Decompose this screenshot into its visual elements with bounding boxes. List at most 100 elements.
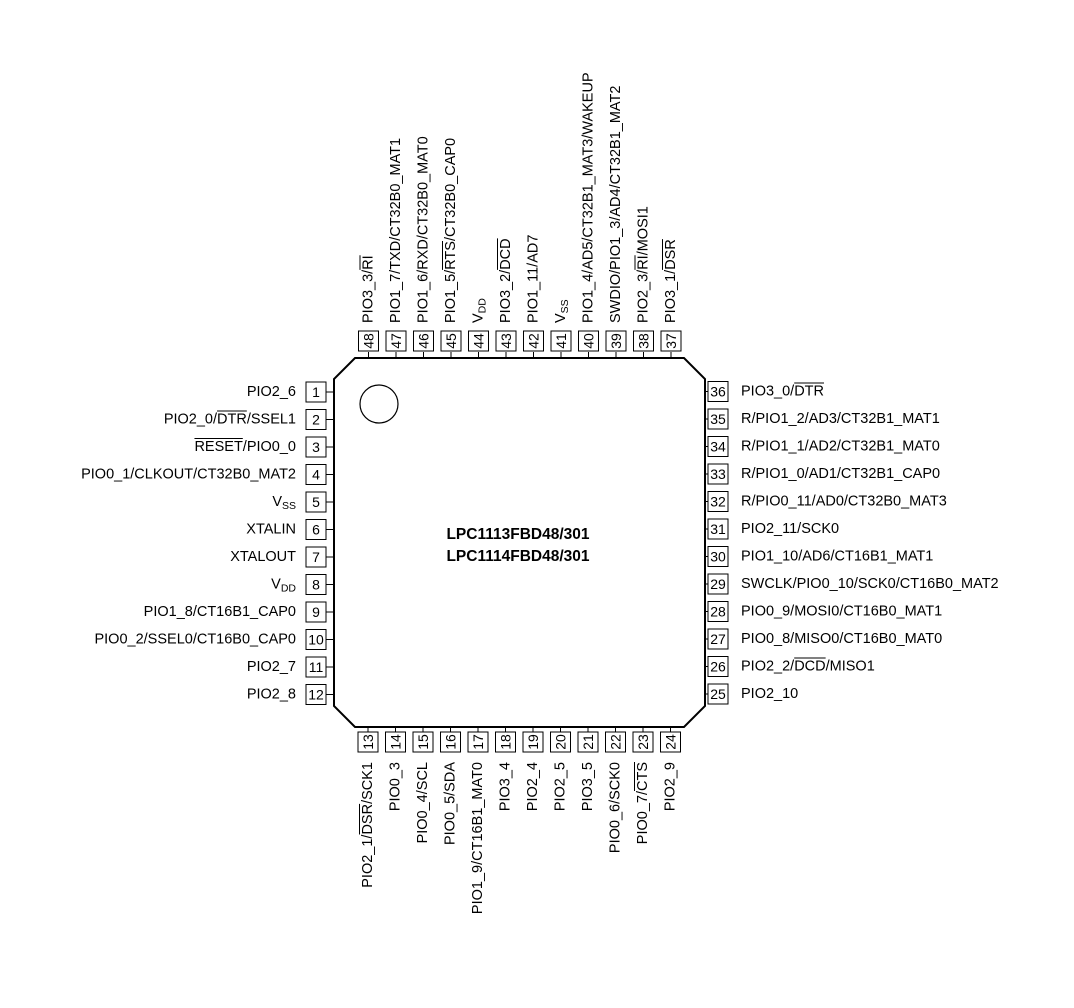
pin-4-number: 4: [312, 467, 320, 483]
pin-17-box: [467, 731, 489, 753]
pin-40-box: [578, 330, 599, 352]
pin-43-label: PIO3_2/DCD: [498, 238, 514, 323]
pin-25-label: PIO2_10: [741, 686, 798, 702]
pin-23-box: [632, 731, 654, 753]
pin-11-box: [305, 656, 327, 678]
pin-41-number: 41: [553, 333, 569, 349]
pin-23-number: 23: [635, 734, 651, 750]
pin-24-box: [660, 731, 681, 753]
pin-2-label: PIO2_0/DTR/SSEL1: [164, 412, 296, 428]
pin-21-box: [577, 731, 599, 753]
pin-33-number: 33: [710, 466, 726, 482]
pin-43-number: 43: [498, 333, 514, 349]
pin-21-label: PIO3_5: [580, 762, 596, 811]
pin-7-label: XTALOUT: [230, 549, 296, 565]
pin-8-box: [305, 574, 327, 595]
pin-3-number: 3: [312, 439, 320, 455]
pin-24-number: 24: [663, 734, 679, 750]
pin-31-number: 31: [710, 521, 726, 537]
pin-15-box: [412, 731, 434, 753]
pin-40-number: 40: [581, 333, 597, 349]
pin-47-box: [385, 330, 407, 352]
pin-41-label: VSS: [553, 299, 571, 323]
pin-46-label: PIO1_6/RXD/CT32B0_MAT0: [416, 136, 432, 323]
pin-12-number: 12: [308, 687, 324, 703]
pin-38-label: PIO2_3/RI/MOSI1: [636, 206, 652, 323]
pin-48-number: 48: [361, 333, 377, 349]
pin-45-number: 45: [443, 333, 459, 349]
pin-22-number: 22: [608, 734, 624, 750]
pin-36-box: [707, 381, 729, 402]
pin-28-number: 28: [710, 604, 726, 620]
pin-19-label: PIO2_4: [525, 762, 541, 811]
pin-42-label: PIO1_11/AD7: [526, 235, 542, 323]
pin-18-box: [495, 731, 516, 753]
pin-26-box: [707, 656, 729, 677]
pin-48-box: [358, 330, 379, 352]
pin-26-label: PIO2_2/DCD/MISO1: [741, 659, 875, 675]
pin-34-number: 34: [710, 439, 726, 455]
pin-8-number: 8: [312, 577, 320, 593]
pin-30-box: [707, 546, 729, 567]
pin-40-label: PIO1_4/AD5/CT32B1_MAT3/WAKEUP: [581, 72, 597, 323]
pin-8-label: VDD: [271, 577, 296, 595]
pin-29-box: [707, 573, 729, 595]
pin-38-number: 38: [636, 333, 652, 349]
pin-27-number: 27: [710, 631, 726, 647]
pin-32-number: 32: [710, 494, 726, 510]
pin-44-number: 44: [471, 333, 487, 349]
pin-7-box: [305, 546, 327, 568]
pin-33-box: [707, 463, 729, 485]
pin-42-box: [523, 330, 544, 352]
pin-13-number: 13: [360, 734, 376, 750]
chip-package-body: [333, 357, 706, 728]
pin-44-box: [468, 330, 489, 352]
pin-13-label: PIO2_1/DSR/SCK1: [360, 762, 376, 888]
pin-14-box: [385, 731, 406, 753]
pin-32-box: [707, 491, 729, 512]
pin-34-label: R/PIO1_1/AD2/CT32B1_MAT0: [741, 439, 940, 455]
pin-27-label: PIO0_8/MISO0/CT16B0_MAT0: [741, 631, 942, 647]
pin-48-label: PIO3_3/RI: [361, 255, 377, 323]
pin-1-label: PIO2_6: [247, 384, 296, 400]
pin-36-number: 36: [710, 384, 726, 400]
pin-38-box: [633, 330, 654, 352]
pin-37-label: PIO3_1/DSR: [663, 239, 679, 323]
pin-5-label: VSS: [272, 494, 296, 512]
pin-25-number: 25: [710, 686, 726, 702]
pin-23-label: PIO0_7/CTS: [635, 762, 651, 844]
pin-7-number: 7: [312, 549, 320, 565]
pin-6-number: 6: [312, 522, 320, 538]
pin-4-label: PIO0_1/CLKOUT/CT32B0_MAT2: [81, 467, 296, 483]
pin-31-box: [707, 518, 729, 540]
pin-47-label: PIO1_7/TXD/CT32B0_MAT1: [388, 138, 404, 323]
pin-44-label: VDD: [471, 298, 489, 323]
pin-35-number: 35: [710, 411, 726, 427]
pin-17-label: PIO1_9/CT16B1_MAT0: [470, 762, 486, 914]
pin-45-label: PIO1_5/RTS/CT32B0_CAP0: [443, 138, 459, 323]
pin-15-label: PIO0_4/SCL: [415, 762, 431, 843]
pin-16-label: PIO0_5/SDA: [443, 762, 459, 845]
pin-22-label: PIO0_6/SCK0: [608, 762, 624, 853]
pin-11-label: PIO2_7: [247, 659, 296, 675]
pin-42-number: 42: [526, 333, 542, 349]
pin-18-label: PIO3_4: [498, 762, 514, 811]
pin-6-box: [305, 519, 327, 540]
pin-19-number: 19: [525, 734, 541, 750]
pin-32-label: R/PIO0_11/AD0/CT32B0_MAT3: [741, 494, 947, 510]
pin-43-box: [495, 330, 517, 352]
pin-25-box: [707, 683, 729, 705]
part-number-2: LPC1114FBD48/301: [446, 548, 589, 565]
pin-2-box: [305, 409, 327, 430]
pin-11-number: 11: [309, 659, 324, 675]
pin-19-box: [522, 731, 544, 753]
pin-46-box: [413, 330, 434, 352]
pin-28-box: [707, 601, 729, 622]
pin-29-number: 29: [710, 576, 726, 592]
pin-3-box: [305, 436, 327, 458]
pin-33-label: R/PIO1_0/AD1/CT32B1_CAP0: [741, 466, 940, 482]
pin-17-number: 17: [470, 734, 486, 750]
pin-9-number: 9: [312, 604, 320, 620]
pin1-marker-dot: [359, 384, 399, 424]
